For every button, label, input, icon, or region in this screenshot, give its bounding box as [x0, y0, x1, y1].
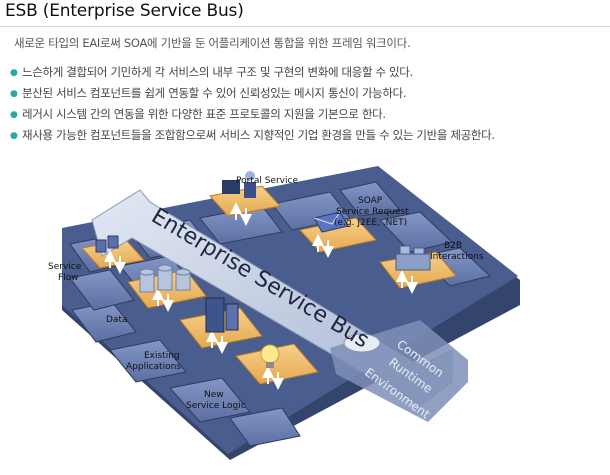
portal-user-icon: [222, 171, 256, 198]
list-item: ●분산된 서비스 컴포넌트를 쉽게 연동할 수 있어 신뢰성있는 메시지 통신이…: [10, 83, 495, 104]
soap-label-3: (e.g. J2EE, .NET): [334, 218, 407, 228]
bullet-icon: ●: [10, 110, 18, 120]
soap-envelope-icon: [313, 211, 349, 233]
runtime-hub-icon: [343, 333, 381, 353]
legacy-label-1: Existing: [144, 351, 180, 361]
logic-label-2: Service Logic: [186, 401, 246, 411]
intro-text: 새로운 타입의 EAI로써 SOA에 기반을 둔 어플리케이션 통합을 위한 프…: [14, 36, 411, 50]
soap-label-1: SOAP: [358, 196, 383, 206]
feature-list: ●느슨하게 결합되어 기민하게 각 서비스의 내부 구조 및 구현의 변화에 대…: [10, 62, 495, 146]
portal-label: Portal Service: [236, 176, 298, 186]
list-item: ●재사용 가능한 컴포넌트들을 조합함으로써 서비스 지향적인 기업 환경을 만…: [10, 125, 495, 146]
service-flow-icon: [95, 235, 119, 253]
lightbulb-icon: [260, 344, 280, 368]
connection-arrows: [104, 202, 418, 390]
b2b-label-1: B2B: [444, 241, 462, 251]
bullet-icon: ●: [10, 68, 18, 78]
database-icon: [139, 264, 191, 293]
data-label: Data: [106, 315, 128, 325]
bullet-icon: ●: [10, 131, 18, 141]
legacy-label-2: Applications: [126, 362, 181, 372]
esb-diagram-svg: Enterprise Service Bus Common Runtime En…: [48, 166, 520, 460]
esb-diagram: Enterprise Service Bus Common Runtime En…: [0, 160, 610, 474]
title-divider: [0, 26, 610, 27]
list-item: ●느슨하게 결합되어 기민하게 각 서비스의 내부 구조 및 구현의 변화에 대…: [10, 62, 495, 83]
list-item: ●레거시 시스템 간의 연동을 위한 다양한 표준 프로토콜의 지원을 기본으로…: [10, 104, 495, 125]
flow-label-1: Service: [48, 262, 82, 272]
bullet-icon: ●: [10, 89, 18, 99]
server-icon: [205, 297, 239, 333]
b2b-label-2: Interactions: [430, 252, 484, 262]
page-title: ESB (Enterprise Service Bus): [5, 1, 244, 21]
logic-label-1: New: [204, 390, 224, 400]
flow-label-2: Flow: [58, 273, 79, 283]
soap-label-2: Service Request: [336, 207, 409, 217]
b2b-building-icon: [395, 245, 431, 271]
